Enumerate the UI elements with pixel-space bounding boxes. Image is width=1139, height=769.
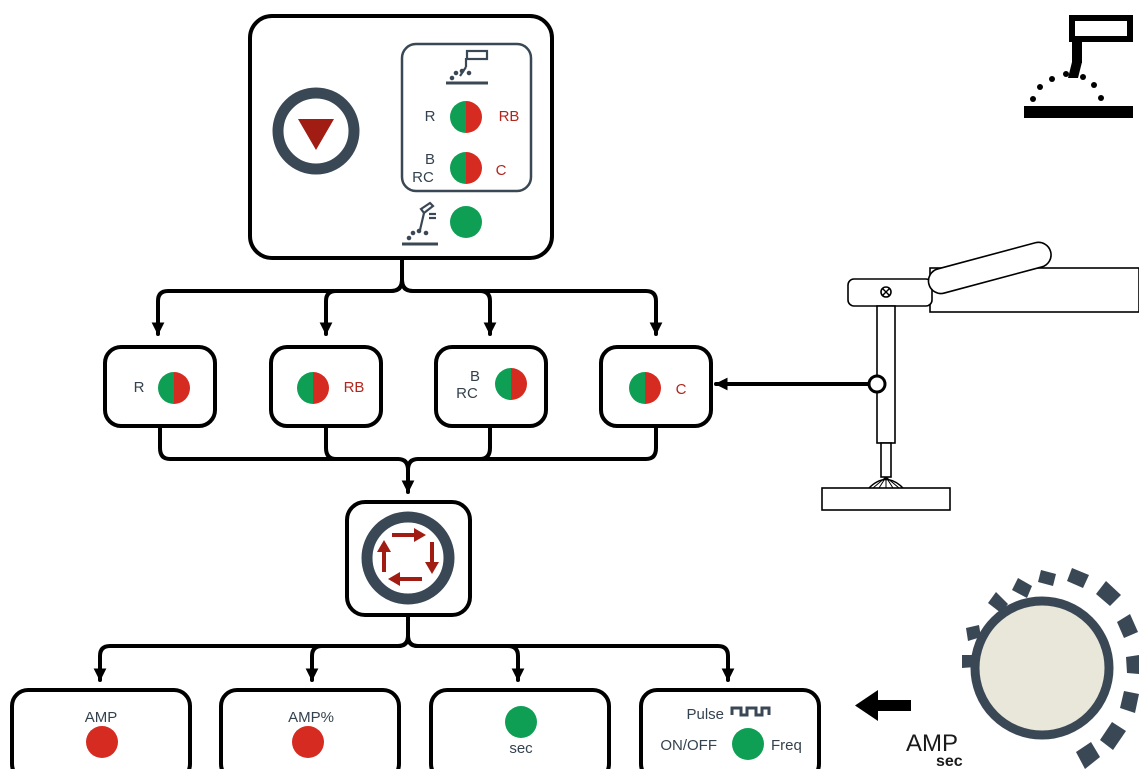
adjustment-knob[interactable] <box>962 568 1139 769</box>
pulse-label: Pulse <box>686 706 724 723</box>
pulse-wave-icon <box>730 706 771 717</box>
mode-c-led-green-half <box>629 372 645 404</box>
sec-label: sec <box>509 740 533 757</box>
mode-label-c: C <box>496 162 507 179</box>
mode-r-led-red-half <box>174 372 190 404</box>
mode-box-rb[interactable]: RB <box>269 345 383 428</box>
mode-brc-led-red-half <box>511 368 527 400</box>
knob-sec-label: sec <box>936 753 963 769</box>
mode-label-b: B <box>425 151 435 168</box>
amp-box[interactable]: AMP <box>10 688 192 769</box>
mode-box-c[interactable]: C <box>599 345 713 428</box>
knob-amp-label: AMP <box>906 730 958 757</box>
freq-label: Freq <box>771 737 802 754</box>
mode-box-r[interactable]: R <box>103 345 217 428</box>
mode-r-led-green-half <box>158 372 174 404</box>
sec-led <box>505 706 537 738</box>
down-arrow-icon <box>298 119 334 150</box>
top-control-panel: R RB B RC C <box>248 14 554 260</box>
green-led-electrode <box>450 206 482 238</box>
left-arrow-icon <box>855 690 911 721</box>
amp-percent-led <box>292 726 324 758</box>
mode-box-b-rc[interactable]: B RC <box>434 345 548 428</box>
mode-label-r: R <box>425 108 436 125</box>
branch-connectors-top <box>151 258 663 336</box>
pulse-box[interactable]: Pulse ON/OFF Freq <box>639 688 821 769</box>
mode-rc-label: RC <box>456 385 478 402</box>
electrode-holder-icon <box>402 201 438 246</box>
cycle-button[interactable] <box>345 500 472 617</box>
mode-label-rc: RC <box>412 169 434 186</box>
knob-scale-ticks <box>962 568 1139 769</box>
sec-box[interactable]: sec <box>429 688 611 769</box>
amp-label: AMP <box>85 709 118 726</box>
merge-connectors <box>158 424 658 494</box>
mode-b-label: B <box>470 368 480 385</box>
mode-c-label: C <box>676 381 687 398</box>
large-welding-torch-icon <box>1024 15 1133 118</box>
bicolor-led-rc-c <box>450 152 482 184</box>
amp-percent-box[interactable]: AMP% <box>219 688 401 769</box>
mode-rb-label: RB <box>344 379 365 396</box>
trigger-point <box>867 374 887 394</box>
amp-led <box>86 726 118 758</box>
cycle-arrows-icon <box>377 528 439 586</box>
mode-r-label: R <box>134 379 145 396</box>
mode-rb-led-red-half <box>313 372 329 404</box>
on-off-label: ON/OFF <box>660 737 717 754</box>
branch-connectors-bottom <box>93 615 735 682</box>
mode-rb-led-green-half <box>297 372 313 404</box>
pulse-led <box>732 728 764 760</box>
down-arrow-button[interactable] <box>272 87 360 175</box>
welding-torch-icon <box>446 49 489 85</box>
mode-brc-led-green-half <box>495 368 511 400</box>
mode-label-rb: RB <box>499 108 520 125</box>
amp-percent-label: AMP% <box>288 709 334 726</box>
bicolor-led-r-rb <box>450 101 482 133</box>
mode-c-led-red-half <box>645 372 661 404</box>
torch-trigger-illustration <box>821 241 1139 511</box>
